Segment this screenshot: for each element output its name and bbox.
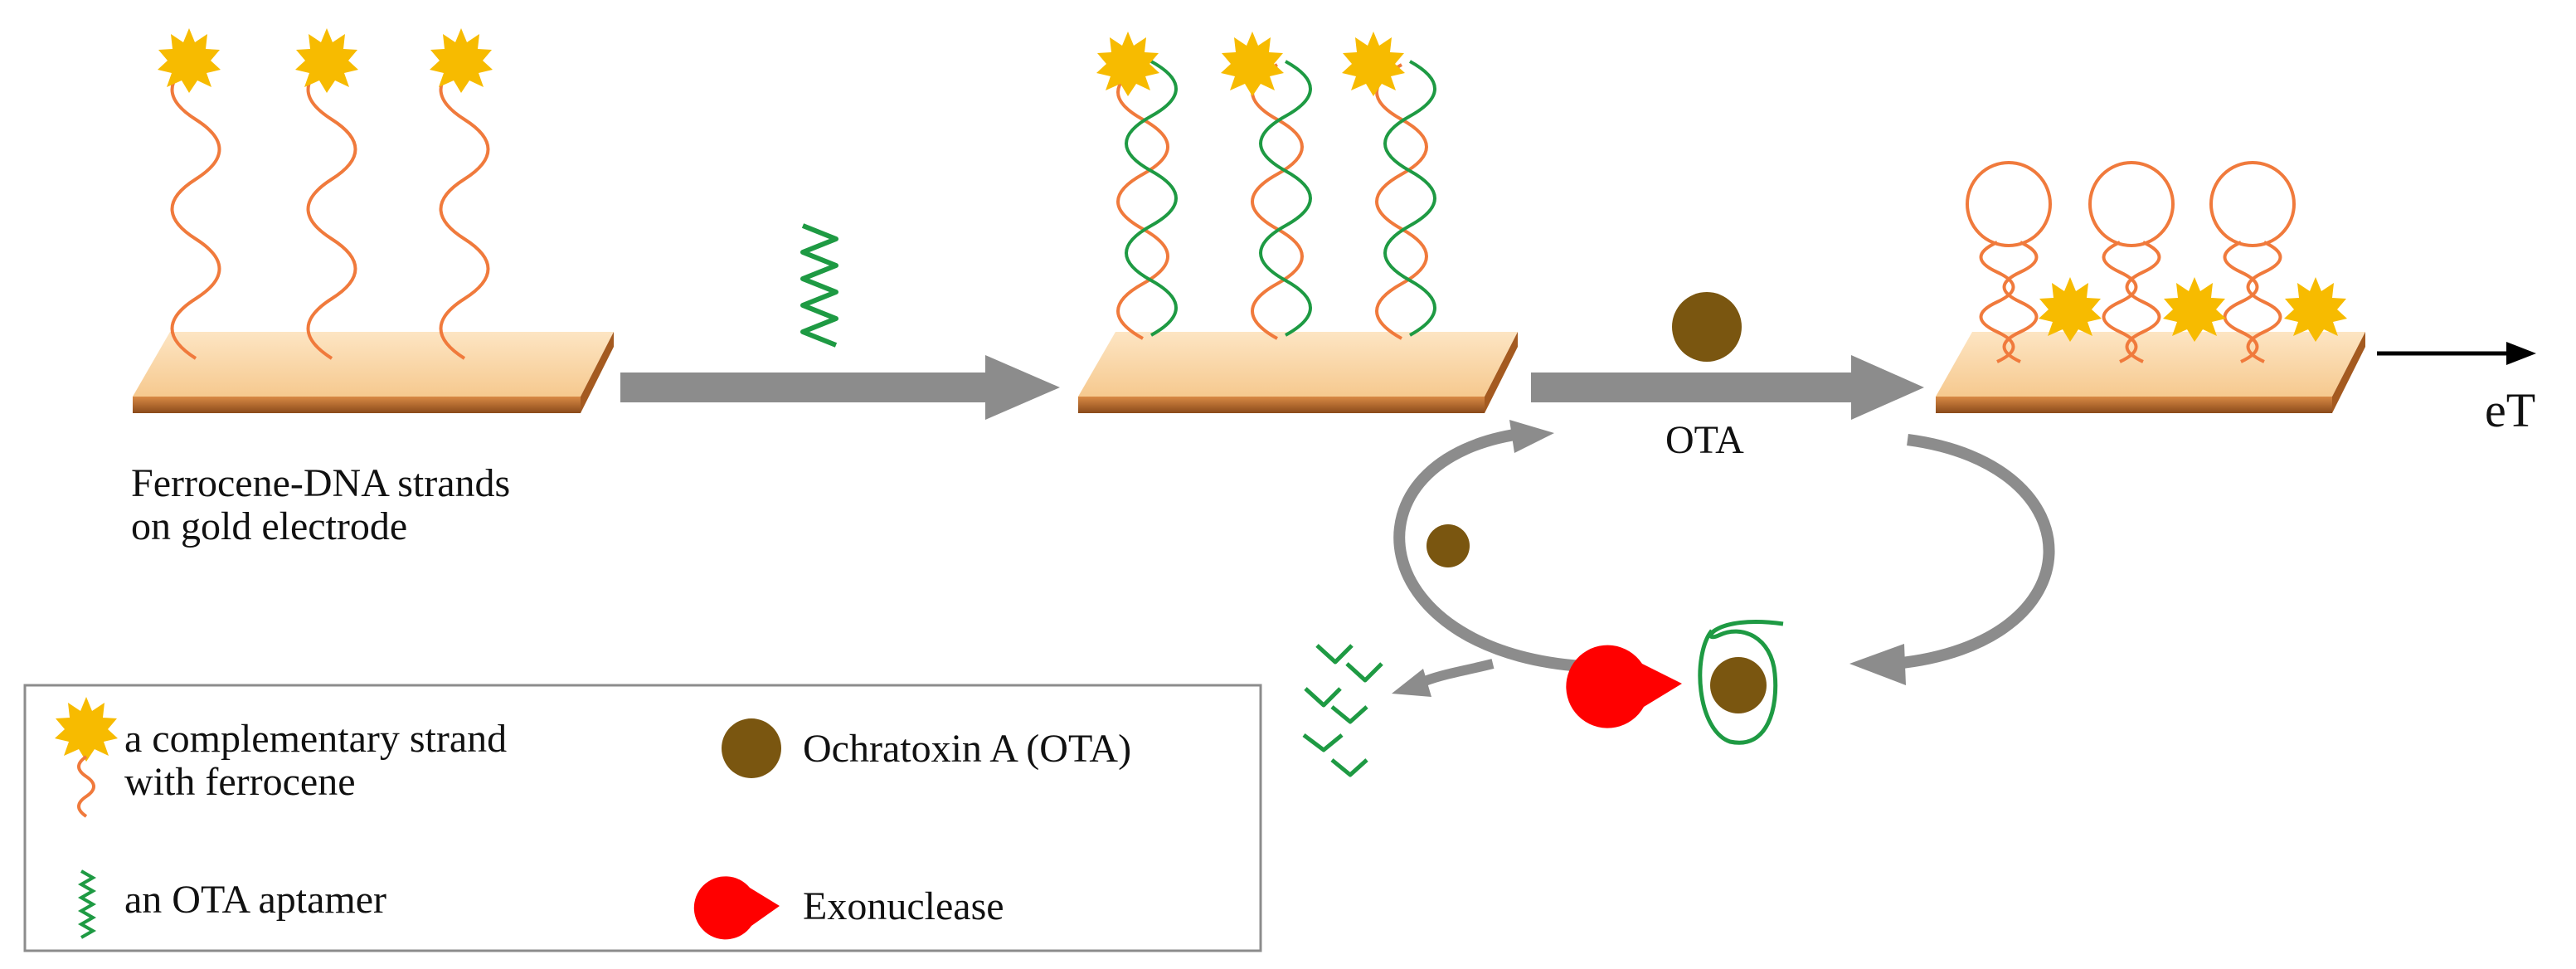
- ota-molecule-icon: [1427, 524, 1470, 567]
- ota-molecule-icon: [722, 718, 781, 778]
- ota-molecule-icon: [1710, 657, 1767, 713]
- gold-electrode-2: [1078, 332, 1518, 413]
- arrow-add-ota: OTA: [1531, 292, 1924, 462]
- hairpin-strand: [2088, 161, 2175, 363]
- legend-item-ochratoxin: Ochratoxin A (OTA): [722, 718, 1131, 778]
- aptamer-strand: [800, 223, 838, 348]
- aptamer-fragments: [1302, 644, 1383, 777]
- exonuclease-icon: [693, 876, 780, 940]
- ota-label: OTA: [1665, 418, 1744, 462]
- legend-item-exonuclease: Exonuclease: [693, 876, 1004, 940]
- panel-hairpin-signal: [1936, 161, 2365, 413]
- ferrocene-icon: [158, 28, 221, 93]
- ota-molecule-icon: [1672, 292, 1742, 362]
- et-label: eT: [2485, 383, 2535, 437]
- ferrocene-dna-strand: [170, 58, 221, 360]
- legend-item-complementary-strand: a complementary strand with ferrocene: [55, 697, 507, 818]
- legend-exonuclease-label: Exonuclease: [803, 884, 1004, 928]
- aptamer-strand-icon: [77, 869, 97, 939]
- hairpin-strand: [2209, 161, 2296, 363]
- aptamer-ota-complex-icon: [1698, 620, 1784, 745]
- ferrocene-icon: [430, 28, 493, 93]
- legend-complementary-line2: with ferrocene: [124, 760, 356, 804]
- legend-ochratoxin-label: Ochratoxin A (OTA): [803, 727, 1131, 771]
- panel-aptamer-hybridized: [1078, 32, 1518, 413]
- ferrocene-dna-strand: [306, 58, 357, 360]
- ferrocene-dna-strand-icon: [77, 755, 95, 818]
- panel-ferrocene-dna-electrode: Ferrocene-DNA strands on gold electrode: [131, 28, 614, 548]
- duplex-strand: [1116, 60, 1178, 340]
- ferrocene-dna-strand: [439, 58, 490, 360]
- ferrocene-icon: [1342, 32, 1405, 96]
- legend-item-aptamer: an OTA aptamer: [77, 869, 386, 939]
- legend-complementary-line1: a complementary strand: [124, 717, 507, 761]
- ferrocene-icon: [1221, 32, 1284, 96]
- electron-transfer-arrow: eT: [2377, 342, 2536, 437]
- legend: a complementary strand with ferrocene an…: [23, 684, 1262, 952]
- exonuclease-icon: [1566, 645, 1682, 728]
- substrate-label-line1: Ferrocene-DNA strands: [131, 461, 510, 505]
- duplex-strand: [1251, 60, 1312, 340]
- hairpin-strand: [1966, 161, 2052, 363]
- ferrocene-icon: [1096, 32, 1159, 96]
- gold-electrode-1: [133, 332, 614, 413]
- recycling-loop: [1302, 420, 2055, 777]
- legend-aptamer-label: an OTA aptamer: [124, 878, 386, 922]
- ferrocene-icon: [295, 28, 358, 93]
- gold-electrode-3: [1936, 332, 2365, 413]
- substrate-label-line2: on gold electrode: [131, 504, 407, 548]
- arrow-add-aptamer: [620, 223, 1060, 420]
- duplex-strand: [1375, 60, 1436, 340]
